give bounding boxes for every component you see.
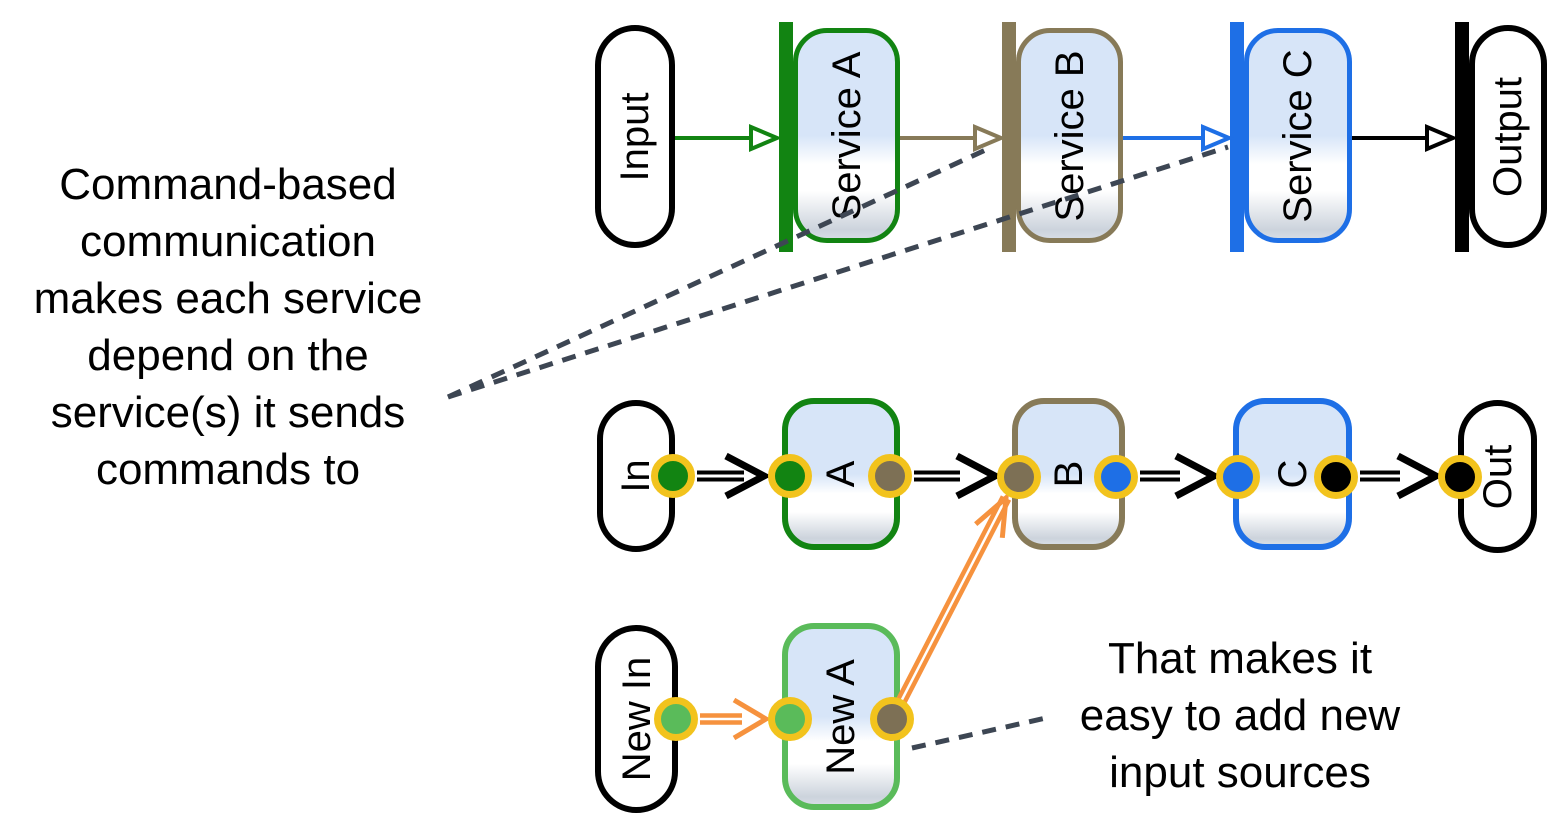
orange-arrow-newin-to-newa bbox=[700, 697, 771, 741]
double-arrow-c-to-out bbox=[1360, 452, 1444, 500]
arrow-service-c-to-output bbox=[1352, 123, 1459, 153]
in-label: In bbox=[614, 459, 658, 493]
port-newa-left bbox=[768, 697, 812, 741]
new-a-label: New A bbox=[819, 658, 863, 775]
port-out-left bbox=[1438, 455, 1482, 499]
double-arrow-b-to-c bbox=[1140, 452, 1222, 500]
dashed-line-to-right-note bbox=[911, 715, 1047, 751]
b-label: B bbox=[1046, 460, 1091, 488]
out-label: Out bbox=[1475, 444, 1520, 509]
right-note: That makes it easy to add new input sour… bbox=[1079, 634, 1401, 797]
double-arrow-in-to-a bbox=[697, 452, 772, 500]
service-b-label: Service B bbox=[1047, 49, 1092, 222]
service-a-label: Service A bbox=[824, 51, 869, 220]
port-a-left bbox=[768, 454, 812, 498]
input-node: Input bbox=[595, 25, 675, 248]
service-a-input-bar bbox=[779, 22, 793, 252]
port-newa-right bbox=[870, 697, 914, 741]
double-arrow-a-to-b bbox=[914, 452, 1003, 500]
port-b-right bbox=[1094, 455, 1138, 499]
service-b-node: Service B bbox=[1016, 28, 1123, 243]
arrow-service-b-to-service-c bbox=[1123, 123, 1235, 153]
port-in-right bbox=[651, 454, 695, 498]
service-b-input-bar bbox=[1002, 22, 1016, 252]
service-a-node: Service A bbox=[793, 28, 900, 243]
service-c-node: Service C bbox=[1244, 28, 1352, 243]
arrow-input-to-service-a bbox=[675, 123, 783, 153]
output-input-bar bbox=[1455, 22, 1469, 252]
left-note: Command-based communication makes each s… bbox=[33, 160, 423, 494]
service-c-input-bar bbox=[1230, 22, 1244, 252]
orange-arrow-newa-to-b bbox=[886, 492, 1012, 722]
port-newin-right bbox=[654, 697, 698, 741]
input-label: Input bbox=[613, 92, 657, 181]
output-label: Output bbox=[1486, 76, 1530, 197]
new-in-label: New In bbox=[614, 656, 659, 782]
dashed-line-to-ab-arrow bbox=[446, 144, 994, 400]
service-c-label: Service C bbox=[1276, 48, 1320, 223]
port-b-left bbox=[997, 455, 1041, 499]
output-node: Output bbox=[1469, 25, 1547, 248]
c-label: C bbox=[1270, 459, 1315, 489]
a-label: A bbox=[819, 460, 863, 488]
arrow-service-a-to-service-b bbox=[900, 123, 1007, 153]
port-c-left bbox=[1216, 455, 1260, 499]
port-a-right bbox=[868, 454, 912, 498]
port-c-right bbox=[1314, 455, 1358, 499]
